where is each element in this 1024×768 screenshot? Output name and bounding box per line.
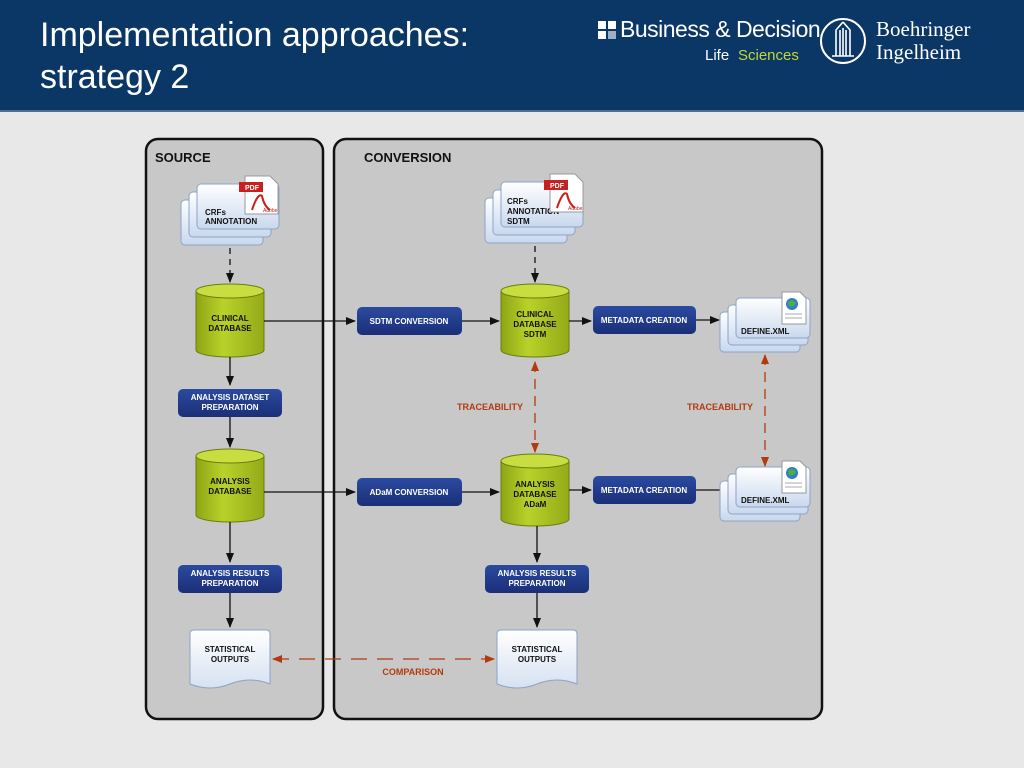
conversion-results-prep-line-1: ANALYSIS RESULTS — [498, 569, 577, 578]
clinical-sdtm-line-2: DATABASE — [513, 320, 557, 329]
conversion-panel — [332, 137, 824, 721]
boehringer-logo-name: Boehringer Ingelheim — [876, 18, 970, 64]
clinical-sdtm-line-1: CLINICAL — [516, 310, 553, 319]
clinical-sdtm-line-3: SDTM — [524, 330, 547, 339]
adam-conversion-label: ADaM CONVERSION — [370, 488, 449, 497]
traceability-label-1: TRACEABILITY — [457, 402, 523, 412]
conversion-crf-line-3: SDTM — [507, 217, 530, 226]
source-results-prep-line-2: PREPARATION — [201, 579, 258, 588]
title-line-2: strategy 2 — [40, 58, 190, 96]
bd-squares-icon — [598, 21, 616, 39]
xml-globe-icon — [781, 460, 807, 494]
define-xml-label-1: DEFINE.XML — [741, 327, 790, 336]
analysis-db-line-1: ANALYSIS — [210, 477, 250, 486]
metadata-creation-box-1: METADATA CREATION — [593, 306, 696, 334]
clinical-database-sdtm: CLINICAL DATABASE SDTM — [500, 283, 570, 358]
define-xml-label-2: DEFINE.XML — [741, 496, 790, 505]
clinical-db-line-1: CLINICAL — [211, 314, 248, 323]
source-results-prep-line-1: ANALYSIS RESULTS — [191, 569, 270, 578]
adobe-label: Adobe — [263, 208, 278, 214]
metadata-creation-label-2: METADATA CREATION — [601, 486, 687, 495]
adobe-label: Adobe — [568, 206, 583, 212]
pdf-icon: PDF Adobe — [544, 173, 584, 213]
analysis-results-preparation-box-conversion: ANALYSIS RESULTS PREPARATION — [485, 565, 589, 593]
analysis-results-preparation-box-source: ANALYSIS RESULTS PREPARATION — [178, 565, 282, 593]
page-title: Implementation approaches: strategy 2 — [40, 14, 580, 98]
source-stat-line-2: OUTPUTS — [211, 655, 250, 664]
clinical-database: CLINICAL DATABASE — [195, 283, 265, 358]
xml-globe-icon — [781, 291, 807, 325]
title-line-1: Implementation approaches: — [40, 16, 470, 54]
sdtm-conversion-box: SDTM CONVERSION — [357, 307, 462, 335]
metadata-creation-box-2: METADATA CREATION — [593, 476, 696, 504]
conversion-label: CONVERSION — [364, 150, 451, 165]
bd-logo-life: Life — [705, 47, 730, 64]
conversion-stat-line-2: OUTPUTS — [518, 655, 557, 664]
pdf-label: PDF — [245, 185, 260, 192]
analysis-adam-line-1: ANALYSIS — [515, 480, 555, 489]
analysis-prep-line-2: PREPARATION — [201, 403, 258, 412]
comparison-label: COMPARISON — [382, 667, 443, 677]
analysis-adam-line-3: ADaM — [524, 500, 547, 509]
bd-logo-sciences: Sciences — [738, 47, 799, 64]
conversion-crf-line-2: ANNOTATION — [507, 207, 559, 216]
clinical-db-line-2: DATABASE — [208, 324, 252, 333]
conversion-stat-line-1: STATISTICAL — [512, 645, 563, 654]
header-bar: Implementation approaches: strategy 2 Bu… — [0, 0, 1024, 112]
sdtm-conversion-label: SDTM CONVERSION — [370, 317, 449, 326]
adam-conversion-box: ADaM CONVERSION — [357, 478, 462, 506]
conversion-results-prep-line-2: PREPARATION — [508, 579, 565, 588]
traceability-label-2: TRACEABILITY — [687, 402, 753, 412]
statistical-outputs-conversion: STATISTICAL OUTPUTS — [496, 629, 578, 689]
source-crf-line-2: ANNOTATION — [205, 217, 257, 226]
pdf-icon: PDF Adobe — [239, 175, 279, 215]
analysis-database-adam: ANALYSIS DATABASE ADaM — [500, 453, 570, 527]
boehringer-logo-icon — [820, 18, 866, 64]
analysis-database: ANALYSIS DATABASE — [195, 448, 265, 523]
source-stat-line-1: STATISTICAL — [205, 645, 256, 654]
analysis-adam-line-2: DATABASE — [513, 490, 557, 499]
analysis-prep-line-1: ANALYSIS DATASET — [191, 393, 270, 402]
analysis-dataset-preparation-box: ANALYSIS DATASET PREPARATION — [178, 389, 282, 417]
analysis-db-line-2: DATABASE — [208, 487, 252, 496]
bi-line-2: Ingelheim — [876, 40, 962, 64]
source-label: SOURCE — [155, 150, 211, 165]
bi-line-1: Boehringer — [876, 17, 971, 41]
conversion-crf-line-1: CRFs — [507, 197, 528, 206]
source-crf-line-1: CRFs — [205, 208, 226, 217]
pdf-label: PDF — [550, 183, 565, 190]
metadata-creation-label-1: METADATA CREATION — [601, 316, 687, 325]
bd-logo-name: Business & Decision — [620, 16, 821, 42]
statistical-outputs-source: STATISTICAL OUTPUTS — [189, 629, 271, 689]
